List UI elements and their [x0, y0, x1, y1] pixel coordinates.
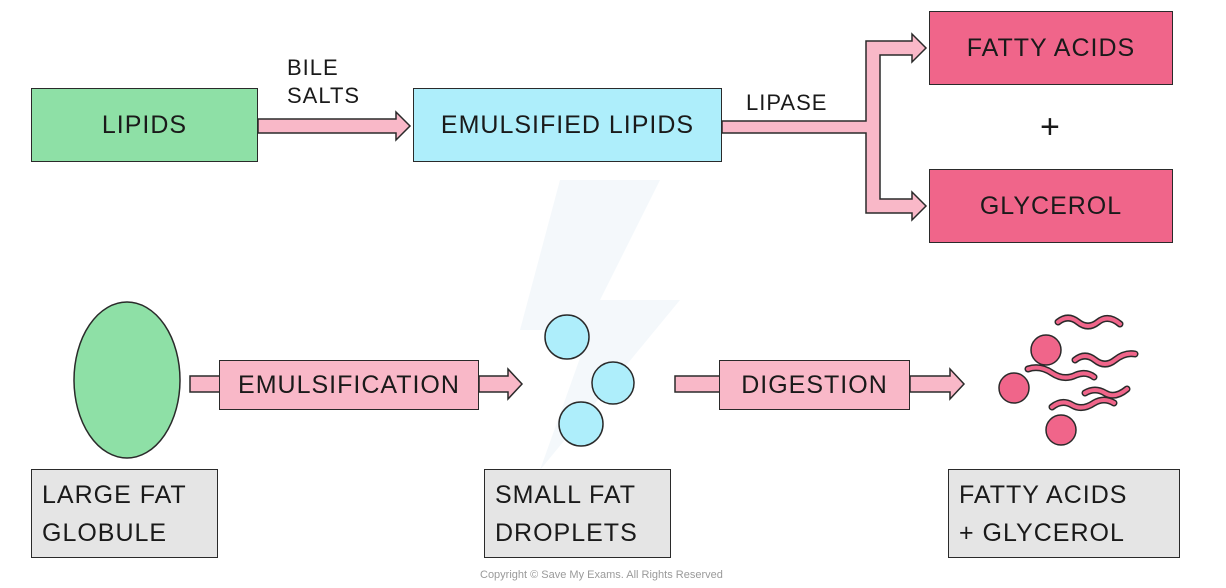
- digestion-box: DIGESTION: [719, 360, 910, 410]
- small-fat-droplets-label: SMALL FAT DROPLETS: [495, 480, 638, 547]
- glycerol-molecule: [1045, 414, 1077, 446]
- fatty-acids-label: FATTY ACIDS: [966, 33, 1136, 62]
- emulsified-lipids-label: EMULSIFIED LIPIDS: [440, 110, 695, 139]
- fatty-acids-glycerol-caption: FATTY ACIDS + GLYCEROL: [948, 469, 1180, 558]
- large-fat-globule-caption: LARGE FAT GLOBULE: [31, 469, 218, 558]
- digestion-label: DIGESTION: [741, 370, 888, 399]
- fatty-acids-glycerol-label: FATTY ACIDS + GLYCEROL: [959, 480, 1128, 547]
- large-fat-globule-shape: [73, 301, 181, 459]
- arrow-digestion-tail: [674, 375, 721, 393]
- glycerol-molecule: [1030, 334, 1062, 366]
- fatty-acid-chain: [1083, 387, 1129, 398]
- arrow-digestion-head: [909, 367, 966, 401]
- small-droplet: [591, 361, 635, 405]
- arrow-emulsified-to-products: [721, 32, 928, 222]
- glycerol-box: GLYCEROL: [929, 169, 1173, 243]
- large-fat-globule-label: LARGE FAT GLOBULE: [42, 480, 187, 547]
- arrow-emulsification-head: [478, 367, 524, 401]
- fatty-acids-box: FATTY ACIDS: [929, 11, 1173, 85]
- watermark-logo: [520, 180, 680, 470]
- emulsified-lipids-box: EMULSIFIED LIPIDS: [413, 88, 722, 162]
- emulsification-box: EMULSIFICATION: [219, 360, 479, 410]
- glycerol-label: GLYCEROL: [979, 191, 1123, 220]
- copyright-text: Copyright © Save My Exams. All Rights Re…: [480, 569, 723, 581]
- fatty-acid-chain: [1073, 351, 1137, 366]
- small-fat-droplets-caption: SMALL FAT DROPLETS: [484, 469, 671, 558]
- plus-sign: +: [1040, 108, 1060, 146]
- emulsification-label: EMULSIFICATION: [238, 370, 460, 399]
- fatty-acid-chain: [1026, 365, 1096, 380]
- glycerol-molecule: [998, 372, 1030, 404]
- lipase-label: LIPASE: [746, 90, 828, 115]
- fatty-acid-chain: [1056, 316, 1122, 328]
- small-droplet: [558, 401, 604, 447]
- lipids-label: LIPIDS: [101, 110, 188, 139]
- arrow-emulsification-tail: [189, 375, 221, 393]
- lipids-box: LIPIDS: [31, 88, 258, 162]
- arrow-lipids-to-emulsified: [257, 110, 412, 142]
- bile-salts-label: BILE SALTS: [287, 55, 361, 108]
- fatty-acid-chain: [1050, 398, 1116, 410]
- small-droplet: [544, 314, 590, 360]
